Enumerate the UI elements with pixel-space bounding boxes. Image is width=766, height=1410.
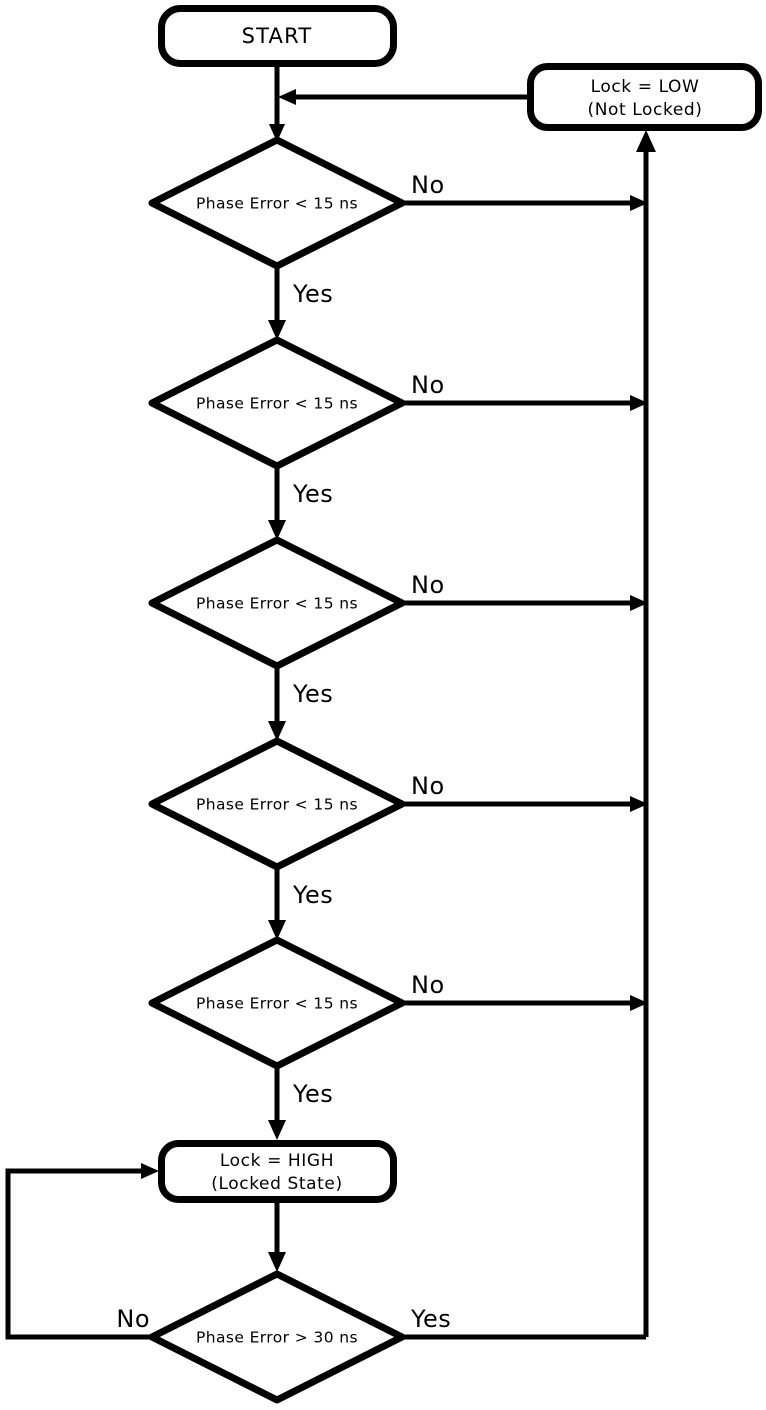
edge-label-no-1: No [411,171,445,199]
edge-start-to-decision1 [269,67,285,142]
node-decision-4[interactable]: Phase Error < 15 ns [148,737,406,871]
edge-unlock-no [5,1163,159,1340]
edge-label-unlock-no: No [116,1305,150,1333]
edge-decision2-yes [268,468,286,540]
edge-decision3-no [402,595,648,611]
decision-2-label: Phase Error < 15 ns [196,395,358,413]
edge-label-yes-1: Yes [292,280,333,308]
lock-high-label-line1: Lock = HIGH [220,1151,334,1171]
lock-high-label-line2: (Locked State) [211,1174,342,1194]
decision-unlock-label: Phase Error > 30 ns [196,1329,358,1347]
node-decision-3[interactable]: Phase Error < 15 ns [148,536,406,670]
edge-label-yes-3: Yes [292,680,333,708]
node-lock-high[interactable]: Lock = HIGH (Locked State) [158,1140,397,1203]
edge-lockhigh-to-unlock [268,1203,286,1272]
edge-label-yes-5: Yes [292,1080,333,1108]
start-label: START [242,24,313,48]
edge-decision3-yes [268,668,286,741]
edge-label-unlock-yes: Yes [410,1305,451,1333]
decision-1-label: Phase Error < 15 ns [196,195,358,213]
edge-decision5-no [402,995,648,1011]
edge-decision4-no [402,796,648,812]
edge-label-no-3: No [411,571,445,599]
node-decision-1[interactable]: Phase Error < 15 ns [148,136,406,270]
decision-4-label: Phase Error < 15 ns [196,796,358,814]
decision-3-label: Phase Error < 15 ns [196,595,358,613]
edge-decision4-yes [268,869,286,940]
edge-label-yes-2: Yes [292,480,333,508]
edge-decision2-no [402,395,648,411]
edge-label-no-5: No [411,971,445,999]
edge-decision5-yes [268,1068,286,1140]
decision-5-label: Phase Error < 15 ns [196,995,358,1013]
node-start[interactable]: START [158,5,397,67]
edge-label-layer: No Yes No Yes No Yes No Yes No Yes No Ye… [116,171,451,1333]
node-decision-2[interactable]: Phase Error < 15 ns [148,336,406,470]
lock-low-label-line1: Lock = LOW [591,77,700,97]
edge-locklow-to-trunk [278,89,527,105]
edge-decision1-no [402,195,648,211]
node-decision-5[interactable]: Phase Error < 15 ns [148,936,406,1070]
node-lock-low[interactable]: Lock = LOW (Not Locked) [527,63,762,131]
edge-label-yes-4: Yes [292,881,333,909]
edge-label-no-4: No [411,772,445,800]
edge-decision1-yes [268,268,286,340]
connector-layer [5,67,656,1340]
node-decision-unlock[interactable]: Phase Error > 30 ns [148,1270,406,1404]
edge-right-bus [636,130,656,1337]
lock-low-label-line2: (Not Locked) [587,100,702,120]
edge-label-no-2: No [411,371,445,399]
